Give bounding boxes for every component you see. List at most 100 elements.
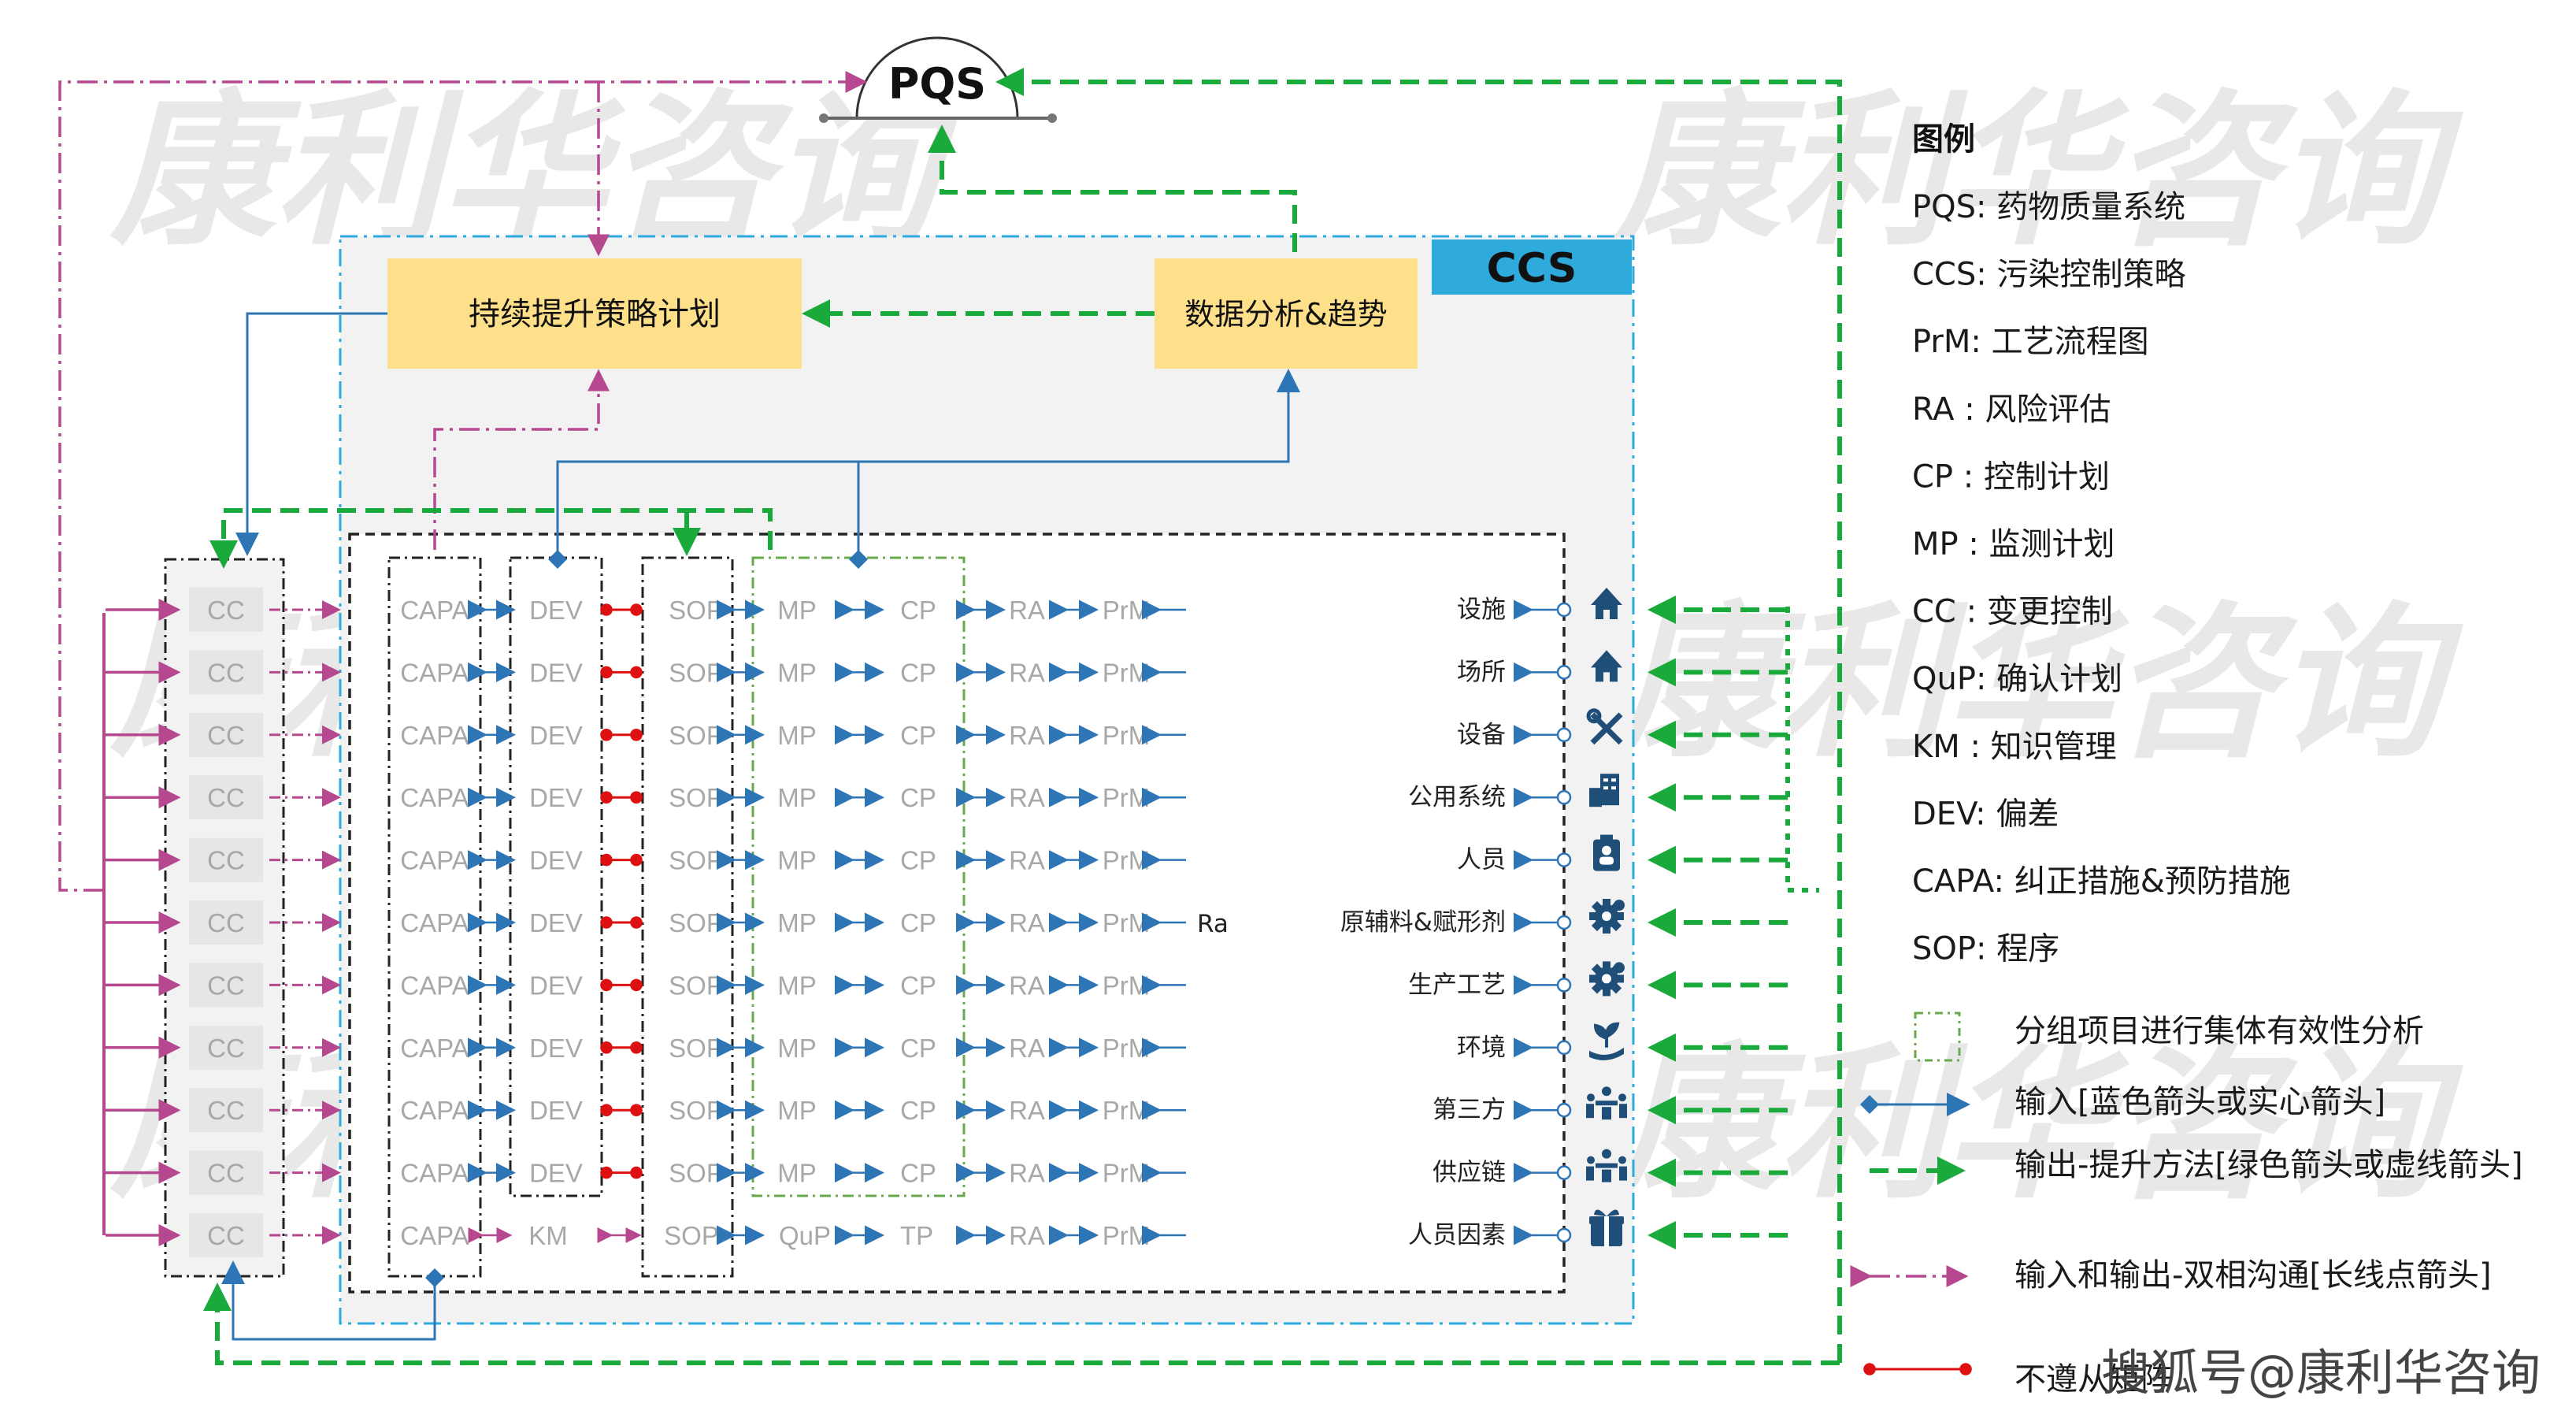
capa-label: CAPA [400,1034,469,1063]
cc-cell [189,1088,263,1133]
factor-label: 人员因素 [1408,1221,1506,1249]
factor-port [1556,665,1572,680]
factor-port [1556,727,1572,743]
legend-item: PQS: 药物质量系统 [1912,189,2185,225]
cc-cell [189,650,263,695]
prm-label: PrM [1103,908,1151,937]
legend-item: PrM: 工艺流程图 [1912,324,2149,360]
mp-label: MP [777,908,817,937]
dev-label: DEV [529,721,583,750]
legend-item: CP : 控制计划 [1912,458,2110,495]
sop-label: SOP [669,783,724,812]
factor-label: 设备 [1457,721,1506,749]
cc-label: CC [207,783,245,812]
cc-label: CC [207,1221,245,1250]
footer-watermark: 搜狐号@康利华咨询 [2101,1344,2541,1401]
watermark-2: 康利华咨询 [1614,75,2464,268]
cp-label: CP [900,596,936,625]
utility-icon [1589,774,1619,807]
legend-item: QuP: 确认计划 [1912,661,2122,697]
cp-label: CP [900,908,936,937]
watermark-6: 康利华咨询 [1614,1028,2464,1221]
cc-label: CC [207,1096,245,1125]
prm-label: PrM [1103,1221,1151,1250]
mp-label: MP [777,658,817,687]
factor-port [1556,1165,1572,1180]
clipboard-icon [1593,834,1620,871]
capa-label: CAPA [400,1096,469,1125]
legend-item: KM : 知识管理 [1912,729,2117,765]
mp-label: MP [777,783,817,812]
cc-cell [189,1150,263,1195]
ccs-label: CCS [1487,245,1577,292]
prm-label: PrM [1103,1096,1151,1125]
ccs-header [1432,239,1632,295]
cc-cell [189,712,263,757]
legend-title: 图例 [1912,121,1975,158]
dev-label: DEV [529,971,583,1000]
cp-label: CP [900,658,936,687]
sop-label: SOP [669,1034,724,1063]
factor-label: 原辅料&赋形剂 [1340,908,1506,937]
km-label: KM [528,1221,568,1250]
cp-label: CP [900,1096,936,1125]
factor-label: 生产工艺 [1408,971,1506,999]
factor-label: 人员 [1457,846,1506,874]
strategy-plan-label: 持续提升策略计划 [469,296,721,332]
legend-symbol-label: 分组项目进行集体有效性分析 [2014,1013,2424,1049]
ra-label: RA [1009,783,1045,812]
cp-label: CP [900,971,936,1000]
pqs-node[interactable]: PQS [819,36,1057,123]
legend-item: DEV: 偏差 [1912,796,2059,832]
magenta-feedback-lines [58,71,868,1235]
legend-item: MP : 监测计划 [1912,526,2115,562]
prm-label: PrM [1103,721,1151,750]
prm-label: PrM [1103,1034,1151,1063]
factor-port [1556,978,1572,993]
cp-label: CP [900,1034,936,1063]
strategy-plan-box[interactable]: 持续提升策略计划 [387,258,802,369]
dev-label: DEV [529,1034,583,1063]
prm-label: PrM [1103,971,1151,1000]
factor-label: 公用系统 [1408,783,1506,811]
factor-port [1556,852,1572,867]
cc-cell [189,588,263,632]
legend-symbol-label: 不遵从矩阵 [2014,1361,2172,1398]
data-analysis-box[interactable]: 数据分析&趋势 [1155,258,1418,369]
factor-output-arrows [1648,596,1788,1249]
sop-label: SOP [664,1221,719,1250]
cc-cell [189,837,263,882]
sop-label: SOP [669,846,724,875]
watermark-4: 康利华咨询 [1614,587,2464,780]
house-icon [1591,650,1622,682]
dev-label: DEV [529,596,583,625]
ra-label: RA [1009,721,1045,750]
sop-label: SOP [669,1096,724,1125]
prm-label: PrM [1103,783,1151,812]
cc-cell [189,1213,263,1257]
ra-label: RA [1009,596,1045,625]
legend-item: CAPA: 纠正措施&预防措施 [1912,863,2291,900]
cc-cell [189,963,263,1008]
ra-label: RA [1009,971,1045,1000]
capa-label: CAPA [400,971,469,1000]
cp-label: CP [900,846,936,875]
legend-item: CCS: 污染控制策略 [1912,257,2185,293]
dev-label: DEV [529,1159,583,1188]
factor-port [1556,1040,1572,1056]
factor-port [1556,789,1572,805]
dev-label: DEV [529,783,583,812]
legend-group-symbol [1914,1012,1961,1062]
